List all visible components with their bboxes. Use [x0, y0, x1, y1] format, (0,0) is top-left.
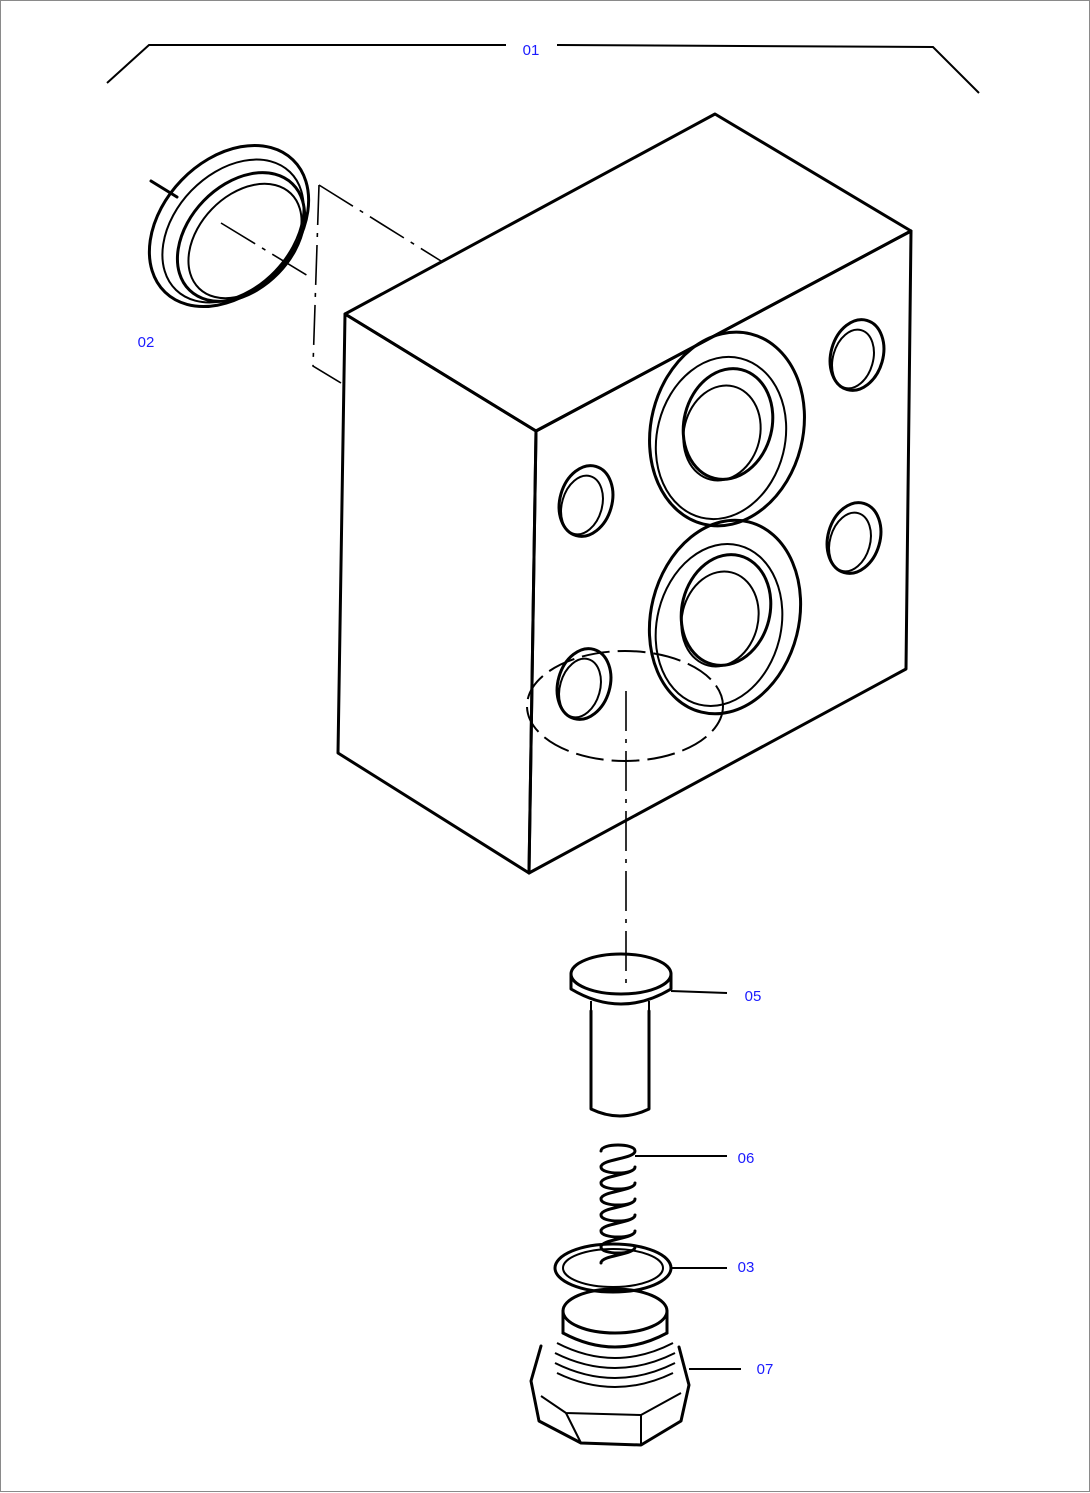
seal-ring-02 [147, 143, 311, 309]
o-ring-03 [553, 1242, 727, 1294]
callout-label-06: 06 [738, 1150, 755, 1167]
callout-label-01: 01 [523, 42, 540, 59]
plug-07 [529, 1287, 741, 1447]
callout-label-02: 02 [138, 334, 155, 351]
spring-06 [599, 1143, 727, 1265]
group-bracket-01 [106, 44, 980, 94]
callout-label-05: 05 [745, 988, 762, 1005]
seal-centerline [220, 184, 442, 384]
valve-block [336, 112, 913, 875]
callout-label-07: 07 [757, 1361, 774, 1378]
poppet-05 [569, 952, 728, 1118]
callout-label-03: 03 [738, 1259, 755, 1276]
